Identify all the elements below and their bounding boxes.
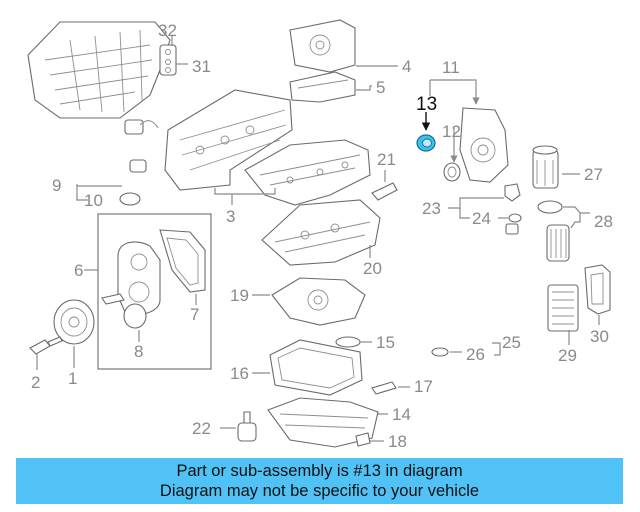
- dipstick-seal: [431, 347, 449, 357]
- callout-28: 28: [594, 212, 613, 231]
- oil-cooler: [547, 284, 579, 332]
- callout-16: 16: [230, 364, 249, 383]
- timing-cover-gasket: [289, 71, 356, 103]
- drain-bolt: [355, 432, 371, 447]
- banner-line-1: Part or sub-assembly is #13 in diagram: [176, 462, 463, 480]
- callout-22: 22: [192, 419, 211, 438]
- oil-pump: [271, 277, 366, 326]
- callout-25: 25: [502, 333, 521, 352]
- cylinder-head: [164, 89, 293, 191]
- banner-line-2: Diagram may not be specific to your vehi…: [159, 482, 480, 500]
- callout-3: 3: [226, 207, 235, 226]
- callout-15: 15: [376, 333, 395, 352]
- callout-7: 7: [190, 305, 199, 324]
- callout-30: 30: [590, 327, 609, 346]
- callout-10: 10: [84, 191, 103, 210]
- highlighted-seal-13: [416, 134, 436, 152]
- seal-9: [119, 159, 147, 206]
- callout-8: 8: [134, 342, 143, 361]
- manifold-gasket: [159, 44, 177, 76]
- crankshaft-pulley: [53, 299, 95, 345]
- callout-4: 4: [402, 57, 411, 76]
- callout-14: 14: [392, 405, 411, 424]
- intake-manifold: [27, 21, 171, 135]
- o-ring-28: [537, 200, 563, 214]
- sensor-21: [371, 182, 398, 201]
- callout-19: 19: [230, 286, 249, 305]
- callout-18: 18: [388, 432, 407, 451]
- callout-5: 5: [376, 78, 385, 97]
- callout-21: 21: [377, 150, 396, 169]
- oil-baffle: [261, 199, 381, 266]
- seal-12: [443, 162, 461, 182]
- timing-case-box: [97, 213, 212, 370]
- callout-29: 29: [558, 346, 577, 365]
- callout-labels: 1 2 3 4 5 6 7 8 9 10 11 12 13 14 15 16 1…: [31, 21, 613, 451]
- callout-9: 9: [52, 176, 61, 195]
- pulley-bolt: [29, 336, 63, 355]
- callout-26: 26: [466, 345, 485, 364]
- callout-17: 17: [414, 377, 433, 396]
- callout-13: 13: [416, 94, 437, 115]
- oil-filter: [532, 145, 559, 189]
- dipstick-tube: [443, 223, 519, 346]
- callout-6: 6: [74, 261, 83, 280]
- callout-11: 11: [442, 58, 460, 77]
- timing-cover: [459, 107, 509, 183]
- timing-cover-upper: [289, 19, 356, 73]
- callout-2: 2: [31, 373, 40, 392]
- oil-level-sensor: [237, 411, 257, 442]
- callout-12: 12: [442, 122, 461, 141]
- filter-element: [546, 224, 570, 262]
- callout-24: 24: [472, 209, 491, 228]
- parts-diagram: 1 2 3 4 5 6 7 8 9 10 11 12 13 14 15 16 1…: [27, 19, 613, 451]
- oil-pan-gasket: [269, 339, 363, 396]
- oil-strainer: [335, 336, 361, 348]
- info-banner: Part or sub-assembly is #13 in diagram D…: [16, 458, 623, 504]
- callout-20: 20: [363, 259, 382, 278]
- leader-lines: [36, 36, 600, 442]
- valve-cover: [244, 139, 371, 206]
- callout-32: 32: [158, 21, 177, 40]
- oil-pressure-sensor: [504, 183, 522, 223]
- callout-27: 27: [584, 165, 603, 184]
- callout-31: 31: [192, 57, 211, 76]
- callout-1: 1: [68, 369, 77, 388]
- cooler-gasket: [584, 264, 611, 315]
- callout-23: 23: [422, 199, 441, 218]
- drain-plug-17: [371, 381, 397, 395]
- oil-pan: [267, 397, 379, 448]
